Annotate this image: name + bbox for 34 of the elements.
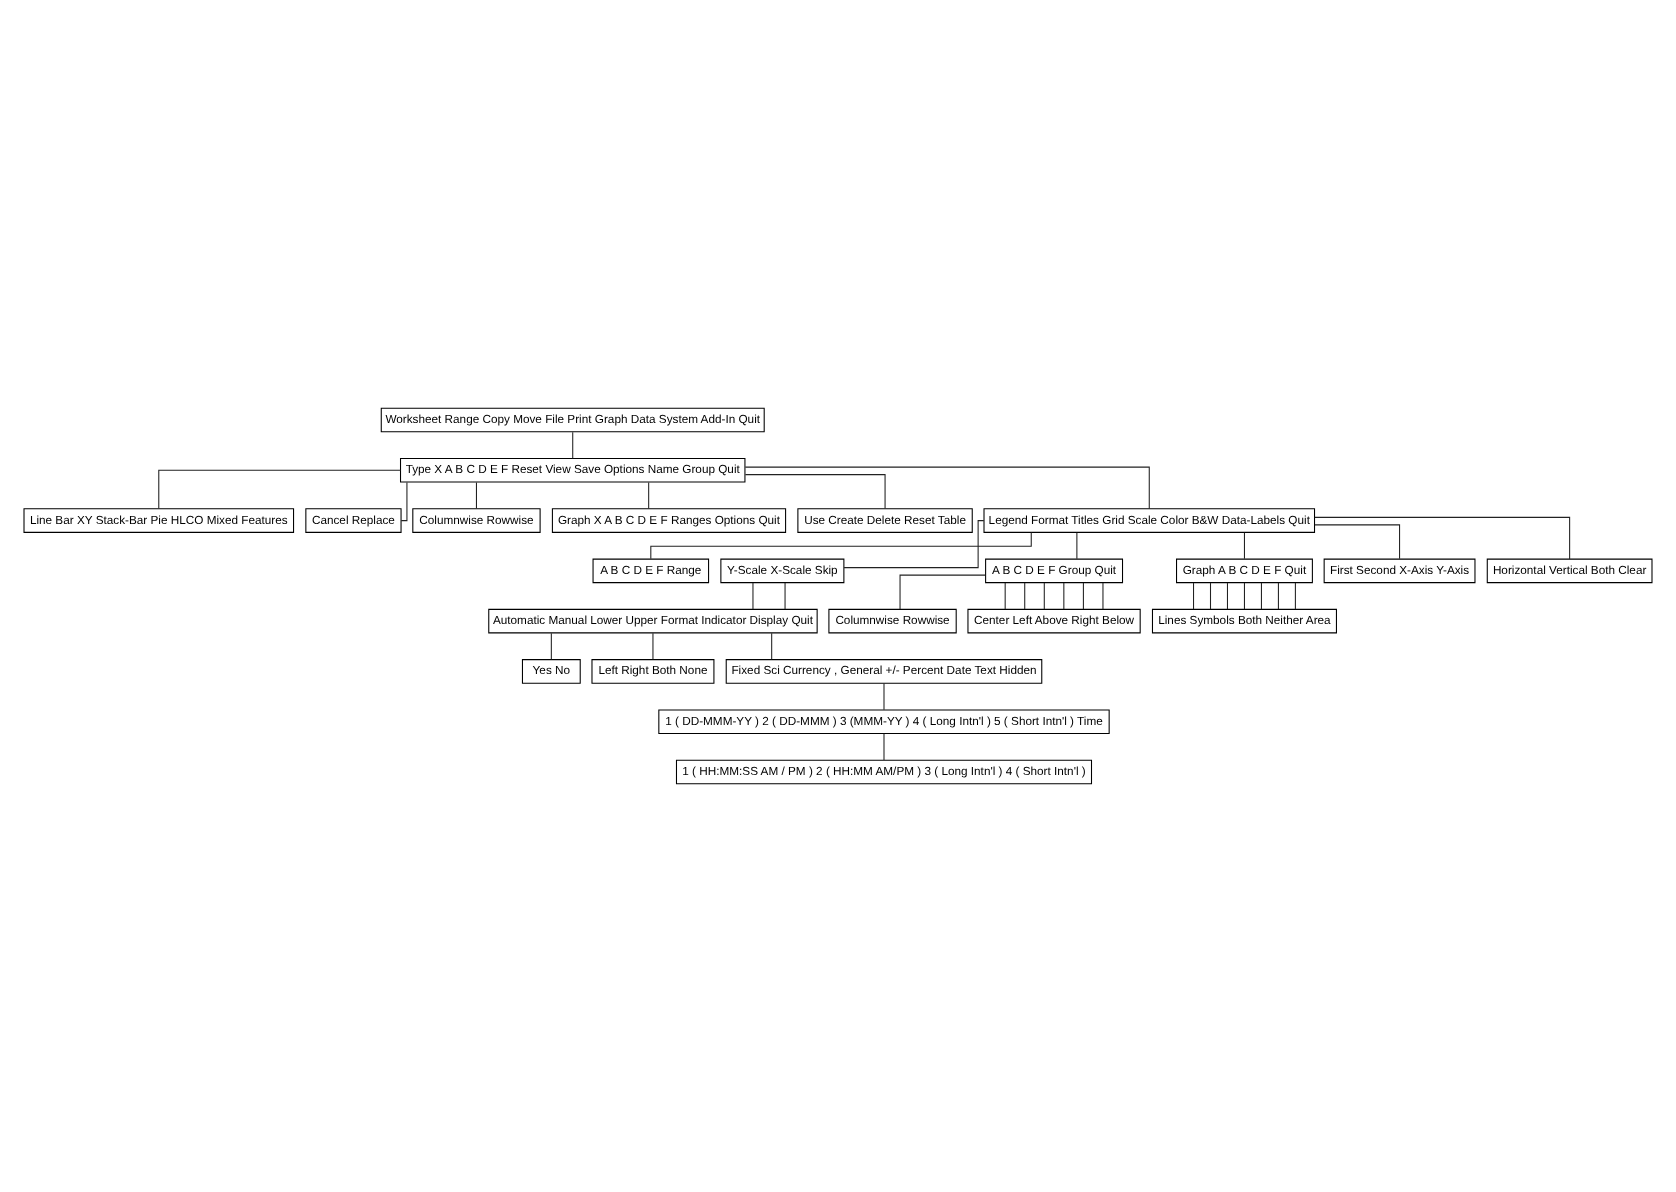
connector	[771, 632, 773, 660]
connector	[784, 582, 786, 610]
connector	[883, 733, 885, 761]
connector	[1314, 524, 1401, 560]
connector	[1209, 582, 1212, 610]
connector	[650, 532, 1032, 560]
connector	[883, 683, 885, 711]
connector	[1243, 532, 1245, 560]
connector	[1193, 582, 1195, 610]
connector	[1314, 516, 1571, 560]
connector	[744, 474, 886, 510]
connector	[744, 466, 1150, 510]
connector	[652, 632, 654, 660]
connector	[752, 582, 754, 610]
connector	[1024, 582, 1026, 610]
connector	[1102, 582, 1104, 610]
connector	[1294, 582, 1296, 610]
connector	[400, 481, 408, 522]
connector	[475, 481, 477, 510]
connector	[1004, 582, 1006, 610]
connector	[550, 632, 552, 660]
connector	[1243, 582, 1245, 610]
connector	[1226, 582, 1228, 610]
connector	[899, 574, 986, 610]
connector	[1082, 582, 1084, 610]
connector	[1063, 582, 1065, 610]
connector	[1043, 582, 1045, 610]
connector	[843, 520, 985, 569]
connector	[1076, 532, 1078, 560]
connector	[1260, 582, 1262, 610]
connector	[158, 469, 401, 509]
connector	[1277, 582, 1279, 610]
connector	[572, 431, 574, 459]
connector	[648, 481, 650, 510]
